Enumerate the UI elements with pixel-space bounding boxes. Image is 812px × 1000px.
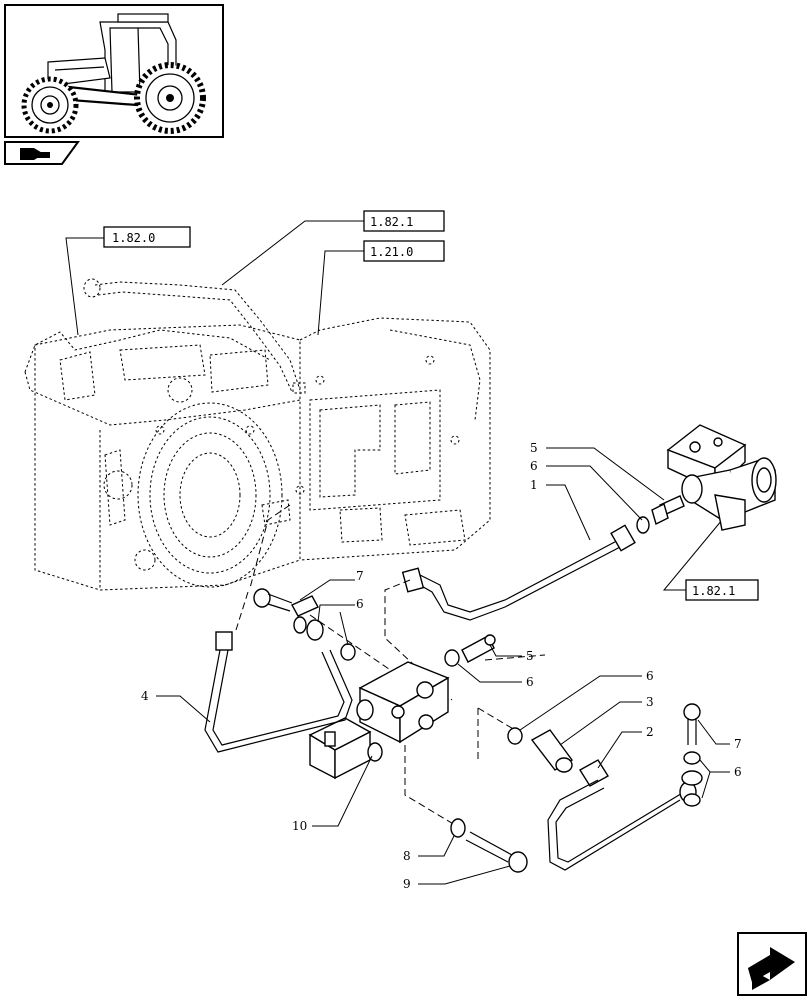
callout-1[interactable]: 1 <box>530 478 538 492</box>
seal-washer-6-top <box>636 516 650 534</box>
callout-7-right[interactable]: 7 <box>734 737 742 751</box>
bolt-7-left <box>253 588 293 612</box>
pipe-1 <box>401 524 636 621</box>
next-page-arrow-icon[interactable] <box>737 932 807 996</box>
pipe-2 <box>547 759 697 871</box>
assembly-guide-lines <box>235 504 546 829</box>
valve-block-10 <box>308 661 450 780</box>
washer-8 <box>450 818 466 838</box>
reference-label: 1.82.1 <box>692 584 735 598</box>
callout-8[interactable]: 8 <box>403 849 411 863</box>
callout-3[interactable]: 3 <box>646 695 654 709</box>
reference-label: 1.82.0 <box>112 231 155 245</box>
reference-box-1-82-1-top[interactable]: 1.82.1 <box>363 210 445 232</box>
bolt-7-right <box>681 703 703 807</box>
adapter-fitting-3 <box>530 729 574 773</box>
callout-6-far-right[interactable]: 6 <box>734 765 742 779</box>
callout-6-left[interactable]: 6 <box>356 597 364 611</box>
seal-washer-6-right <box>507 727 523 745</box>
callouts: 5 6 1 7 6 5 6 6 3 2 7 6 4 10 8 9 <box>141 441 742 891</box>
transmission-housing <box>24 278 491 591</box>
callout-5-mid[interactable]: 5 <box>526 649 534 663</box>
reference-label: 1.82.1 <box>370 215 413 229</box>
callout-5-top[interactable]: 5 <box>530 441 538 455</box>
callout-6-right[interactable]: 6 <box>646 669 654 683</box>
reference-box-1-82-1-right[interactable]: 1.82.1 <box>685 579 759 601</box>
reference-label: 1.21.0 <box>370 245 413 259</box>
union-fitting-5-mid <box>461 634 496 663</box>
valve-housing-part <box>666 424 777 531</box>
callout-4[interactable]: 4 <box>141 689 149 703</box>
callout-10[interactable]: 10 <box>292 819 307 833</box>
pipe-4 <box>204 595 356 753</box>
tractor-thumbnail-icon[interactable] <box>4 4 224 138</box>
reference-box-1-82-0[interactable]: 1.82.0 <box>103 226 191 248</box>
seal-washer-6-mid <box>444 649 460 667</box>
callout-6-top[interactable]: 6 <box>530 459 538 473</box>
callout-6-mid[interactable]: 6 <box>526 675 534 689</box>
reference-box-1-21-0[interactable]: 1.21.0 <box>363 240 445 262</box>
callout-9[interactable]: 9 <box>403 877 411 891</box>
callout-2[interactable]: 2 <box>646 725 654 739</box>
callout-7-left[interactable]: 7 <box>356 569 364 583</box>
union-fitting-5-top <box>651 495 685 526</box>
section-tab-icon[interactable] <box>4 141 80 165</box>
reference-leaders <box>65 220 723 591</box>
bolt-9 <box>465 831 528 873</box>
